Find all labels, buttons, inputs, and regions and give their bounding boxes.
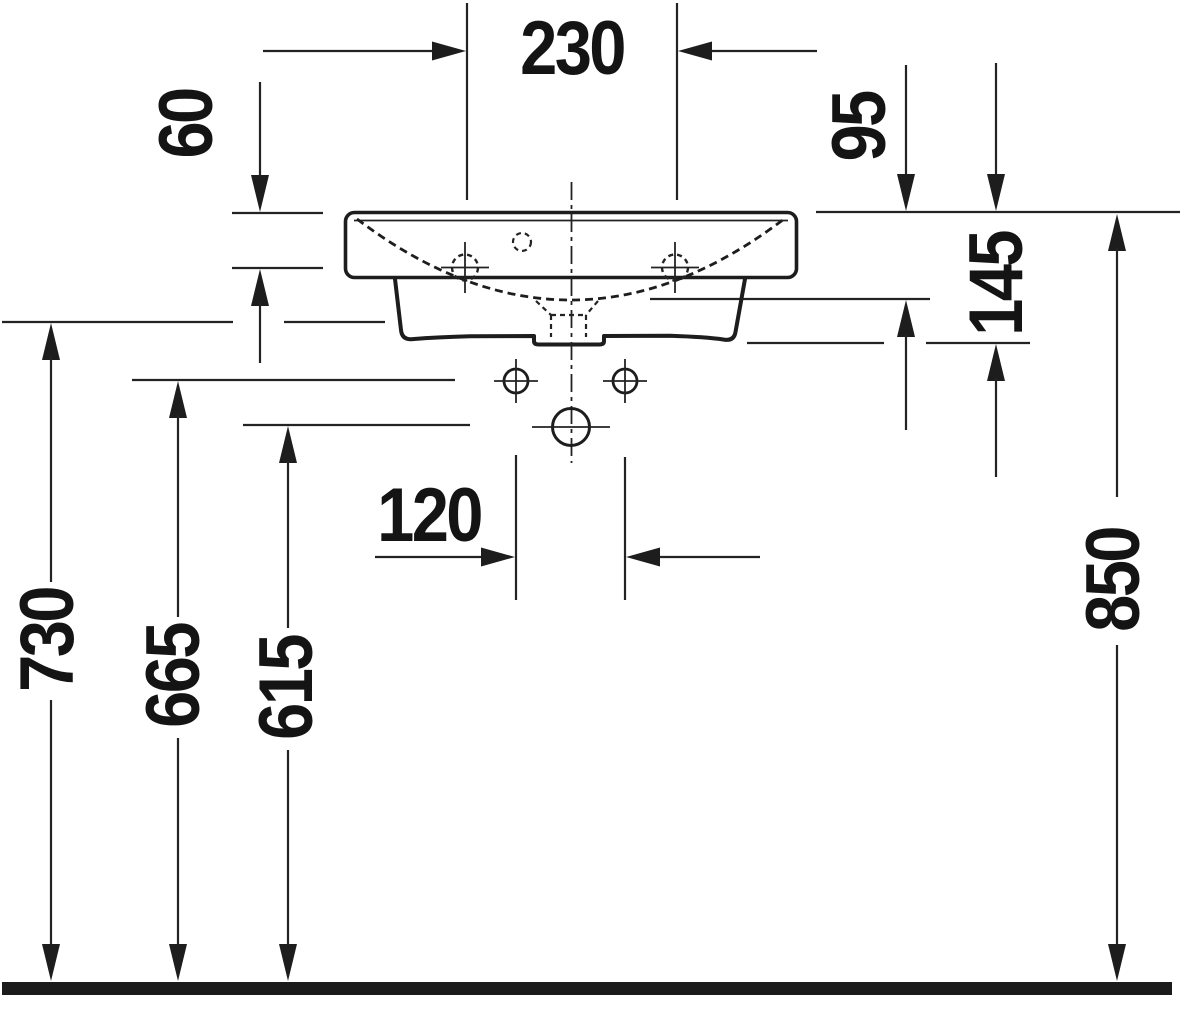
- dim-615-group: [243, 423, 470, 981]
- dim-60-group: [232, 82, 323, 363]
- faucet-hole-left: [441, 242, 489, 293]
- arrowhead-up-icon: [1108, 214, 1126, 251]
- arrowhead-down-icon: [279, 944, 297, 981]
- arrowhead-up-icon: [987, 344, 1005, 381]
- basin-lower-body: [393, 277, 747, 347]
- faucet-hole-right: [651, 242, 699, 293]
- arrowhead-down-icon: [987, 174, 1005, 211]
- drain-funnel-hidden: [535, 300, 599, 337]
- arrowhead-up-icon: [42, 323, 60, 360]
- dim-230-group: [263, 3, 817, 200]
- dim-label-120: 120: [377, 473, 483, 558]
- dim-730-group: [2, 320, 385, 981]
- arrowhead-up-icon: [169, 381, 187, 418]
- dim-label-95: 95: [817, 92, 902, 162]
- dim-label-230: 230: [520, 6, 626, 91]
- dim-label-665: 665: [131, 624, 216, 728]
- fixing-hole-right: [603, 359, 647, 403]
- basin-rim: [343, 210, 799, 280]
- dim-label-145: 145: [954, 232, 1039, 336]
- dim-label-615: 615: [244, 636, 329, 740]
- arrowhead-up-icon: [279, 426, 297, 463]
- arrowhead-down-icon: [1108, 944, 1126, 981]
- level-lines-right: [650, 210, 1180, 345]
- floor-datum-line: [2, 982, 1172, 995]
- bowl-hidden-profile: [356, 217, 785, 302]
- drain-outlet: [532, 407, 610, 447]
- dim-145-group: [987, 63, 1005, 477]
- arrowhead-left-icon: [678, 41, 712, 61]
- arrowhead-down-icon: [251, 175, 269, 212]
- arrowhead-down-icon: [897, 174, 915, 211]
- fixing-hole-left: [494, 359, 538, 403]
- arrowhead-down-icon: [42, 944, 60, 981]
- washbasin-profile: [343, 182, 799, 463]
- dim-label-60: 60: [144, 89, 229, 159]
- arrowhead-right-icon: [481, 547, 515, 567]
- dim-850-group: [1108, 214, 1126, 981]
- arrowhead-up-icon: [897, 300, 915, 337]
- dim-95-group: [897, 65, 915, 430]
- dim-label-850: 850: [1071, 528, 1156, 632]
- dim-120-group: [375, 455, 760, 600]
- overflow-hole: [511, 231, 533, 253]
- arrowhead-up-icon: [251, 269, 269, 306]
- arrowhead-right-icon: [432, 41, 466, 61]
- arrowhead-down-icon: [169, 944, 187, 981]
- arrowhead-left-icon: [626, 547, 660, 567]
- dim-label-730: 730: [5, 588, 90, 692]
- dim-665-group: [132, 378, 455, 981]
